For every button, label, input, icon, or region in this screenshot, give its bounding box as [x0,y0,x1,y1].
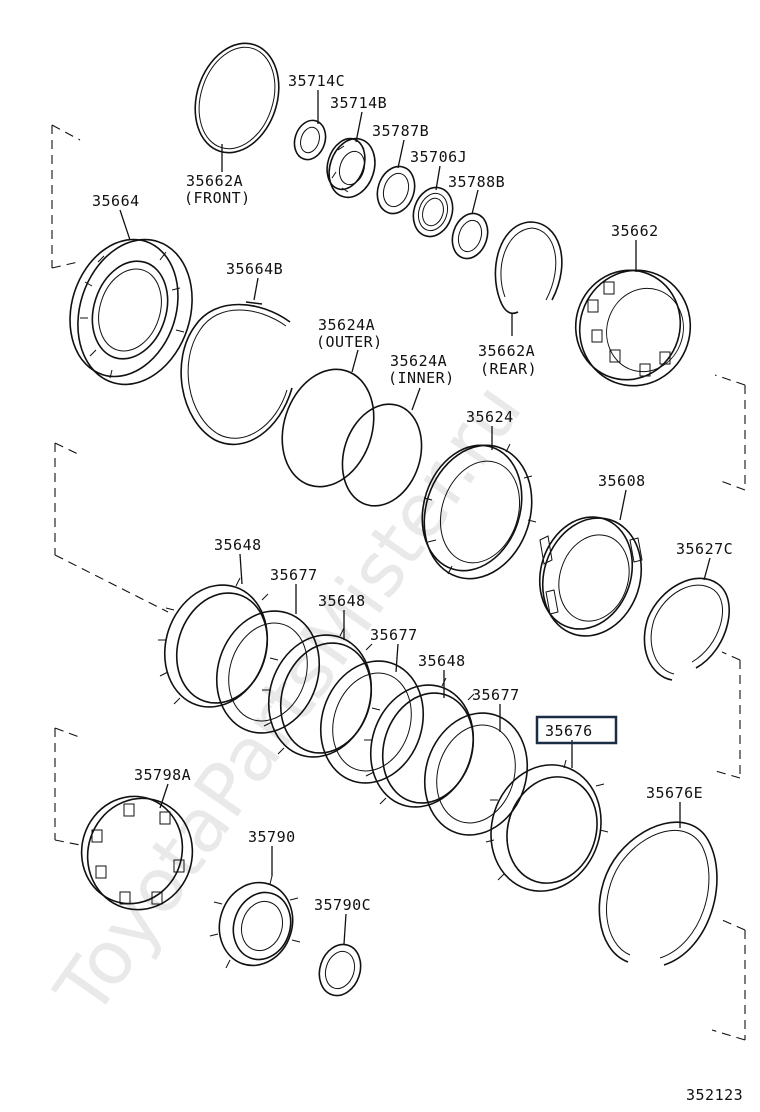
label-35648-1[interactable]: 35648 [214,536,262,554]
label-35624a-outer-note: (OUTER) [316,333,383,351]
label-35662a-front[interactable]: 35662A [186,172,243,190]
label-35788b[interactable]: 35788B [448,173,505,191]
dashed-alignment-lines [51,124,746,1041]
label-35662a-rear[interactable]: 35662A [478,342,535,360]
washer-35788b[interactable] [447,209,494,263]
label-35676e[interactable]: 35676E [646,784,703,802]
label-35627c[interactable]: 35627C [676,540,733,558]
sleeve-35798a[interactable] [68,783,207,923]
label-35787b[interactable]: 35787B [372,122,429,140]
washer-35790c[interactable] [313,939,367,1001]
label-35790c[interactable]: 35790C [314,896,371,914]
label-35648-3[interactable]: 35648 [418,652,466,670]
label-35677-2[interactable]: 35677 [370,626,418,644]
leader-lines [119,90,711,945]
label-35662[interactable]: 35662 [611,222,659,240]
clutch-disc-35677-3[interactable] [409,700,542,849]
clutch-disc-35677-1[interactable] [201,598,334,747]
snap-ring-35676e[interactable] [598,821,718,966]
one-way-clutch-35714b[interactable] [321,133,382,204]
bearing-35706j[interactable] [407,182,459,241]
label-35706j[interactable]: 35706J [410,148,467,166]
gear-35790[interactable] [209,873,303,975]
label-35676[interactable]: 35676 [545,722,593,740]
label-35624a-outer[interactable]: 35624A [318,316,375,334]
clutch-plate-35648-3[interactable] [355,672,488,821]
highlight-box-35676 [535,715,618,745]
snap-ring-35664b[interactable] [180,301,293,446]
label-35664b[interactable]: 35664B [226,260,283,278]
snap-ring-35662a-rear[interactable] [494,221,563,315]
snap-ring-35662a-front[interactable] [182,32,293,163]
label-35624a-inner[interactable]: 35624A [390,352,447,370]
part-labels: 35714C 35714B 35787B 35706J 35788B 35662… [92,72,733,914]
label-35662a-rear-note: (REAR) [480,360,537,378]
clutch-plate-35648-2[interactable] [253,622,386,771]
spring-retainer-35608[interactable] [526,505,657,649]
label-35790[interactable]: 35790 [248,828,296,846]
washer-35787b[interactable] [371,162,420,219]
o-ring-35624a-outer[interactable] [268,357,389,498]
label-35714c[interactable]: 35714C [288,72,345,90]
diagram-number: 352123 [686,1086,743,1104]
label-35677-3[interactable]: 35677 [472,686,520,704]
label-35608[interactable]: 35608 [598,472,646,490]
clutch-hub-35664[interactable] [53,225,210,400]
label-35624[interactable]: 35624 [466,408,514,426]
label-35664[interactable]: 35664 [92,192,140,210]
label-35714b[interactable]: 35714B [330,94,387,112]
label-35648-2[interactable]: 35648 [318,592,366,610]
o-ring-35624a-inner[interactable] [330,394,434,516]
label-35677-1[interactable]: 35677 [270,566,318,584]
clutch-disc-35677-2[interactable] [305,648,438,797]
clutch-drum-35662[interactable] [562,256,706,400]
clutch-plate-35648-1[interactable] [149,572,282,721]
washer-35714c[interactable] [290,116,331,163]
label-35798a[interactable]: 35798A [134,766,191,784]
label-35662a-front-note: (FRONT) [184,189,251,207]
label-35624a-inner-note: (INNER) [388,369,455,387]
snap-ring-35627c[interactable] [643,577,730,681]
flange-35676[interactable] [475,750,617,905]
